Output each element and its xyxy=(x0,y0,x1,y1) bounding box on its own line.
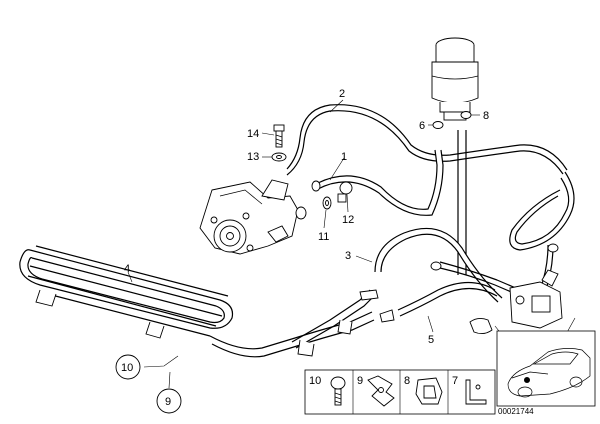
push-rivet-icon xyxy=(330,376,346,406)
hose-clamp-8 xyxy=(460,111,472,119)
banjo-bolt-12 xyxy=(337,181,353,203)
vehicle-location-inset: 00021744 xyxy=(496,330,596,416)
svg-text:8: 8 xyxy=(404,375,410,387)
circled-callout-9: 9 xyxy=(156,388,182,414)
callout-12: 12 xyxy=(342,214,354,226)
callout-5: 5 xyxy=(428,334,434,346)
valve-block xyxy=(359,243,563,335)
circled-callout-10: 10 xyxy=(115,354,141,380)
hose-clamp-6 xyxy=(432,121,444,129)
angle-bracket-icon xyxy=(465,379,487,405)
callout-3: 3 xyxy=(345,250,351,262)
callout-13: 13 xyxy=(247,151,259,163)
callout-4: 4 xyxy=(124,263,130,275)
legend-item-7: 7 xyxy=(452,375,487,405)
callout-14: 14 xyxy=(247,128,259,140)
fluid-reservoir xyxy=(431,37,479,121)
clip-icon xyxy=(367,375,395,407)
callout-labels: 1 2 3 4 5 6 8 11 12 13 14 xyxy=(124,88,489,346)
bolt-14 xyxy=(273,124,285,148)
callout-8: 8 xyxy=(483,110,489,122)
steering-pump xyxy=(199,179,321,255)
fastener-legend: 10 9 8 7 xyxy=(304,369,496,415)
svg-text:10: 10 xyxy=(121,362,133,374)
document-id: 00021744 xyxy=(498,407,534,416)
seal-ring-11 xyxy=(322,196,332,210)
legend-item-10: 10 xyxy=(309,375,346,406)
legend-item-8: 8 xyxy=(404,375,443,405)
callout-11: 11 xyxy=(318,231,329,243)
svg-text:9: 9 xyxy=(165,396,171,408)
callout-6: 6 xyxy=(419,120,425,132)
legend-item-9: 9 xyxy=(357,375,395,407)
svg-text:10: 10 xyxy=(309,375,321,387)
svg-text:7: 7 xyxy=(452,375,458,387)
washer-13 xyxy=(271,152,287,162)
hose-lines xyxy=(284,104,575,317)
svg-text:9: 9 xyxy=(357,375,363,387)
cable-tie-icon xyxy=(415,377,443,405)
oil-cooler xyxy=(19,245,375,358)
callout-2: 2 xyxy=(339,88,345,100)
callout-1: 1 xyxy=(341,151,347,163)
